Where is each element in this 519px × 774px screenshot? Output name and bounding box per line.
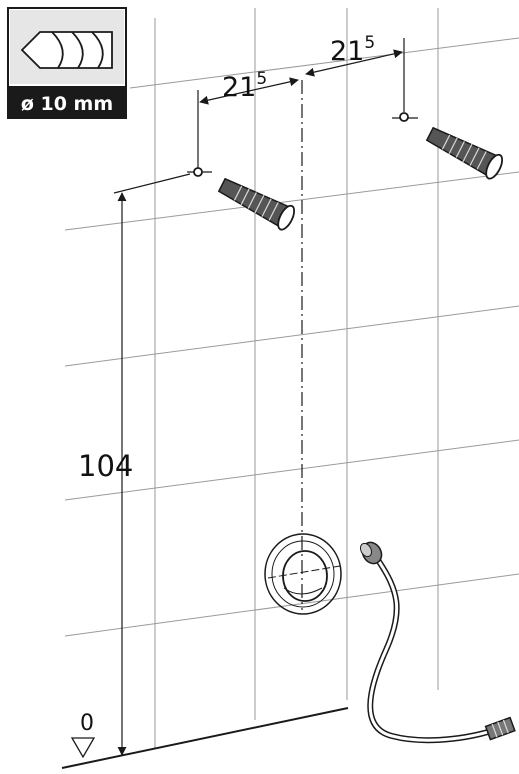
floor-level-value: 0: [80, 711, 94, 736]
dimension-left-value: 215: [222, 69, 267, 103]
drill-badge: ø 10 mm: [7, 7, 127, 119]
supply-hose: [359, 541, 503, 744]
dimension-height: [113, 173, 191, 756]
dimension-left-spacing: [197, 77, 299, 168]
drill-size-label: ø 10 mm: [21, 93, 113, 115]
wall-anchor-left: [217, 177, 296, 231]
drill-hole-right: [392, 112, 418, 122]
tile-grid: [64, 8, 519, 748]
wall-anchor-right: [425, 126, 504, 180]
drill-hole-left: [187, 167, 212, 177]
dimension-right-spacing: [305, 38, 405, 112]
water-outlet-fitting: [264, 533, 342, 615]
drill-bit-icon: [20, 31, 113, 69]
hose-connector: [484, 716, 516, 741]
fitting-center-mark: [267, 565, 341, 579]
floor-line: [61, 707, 349, 769]
dimension-height-value: 104: [78, 449, 133, 483]
floor-level-triangle: [70, 737, 96, 759]
dimension-right-value: 215: [330, 33, 375, 67]
